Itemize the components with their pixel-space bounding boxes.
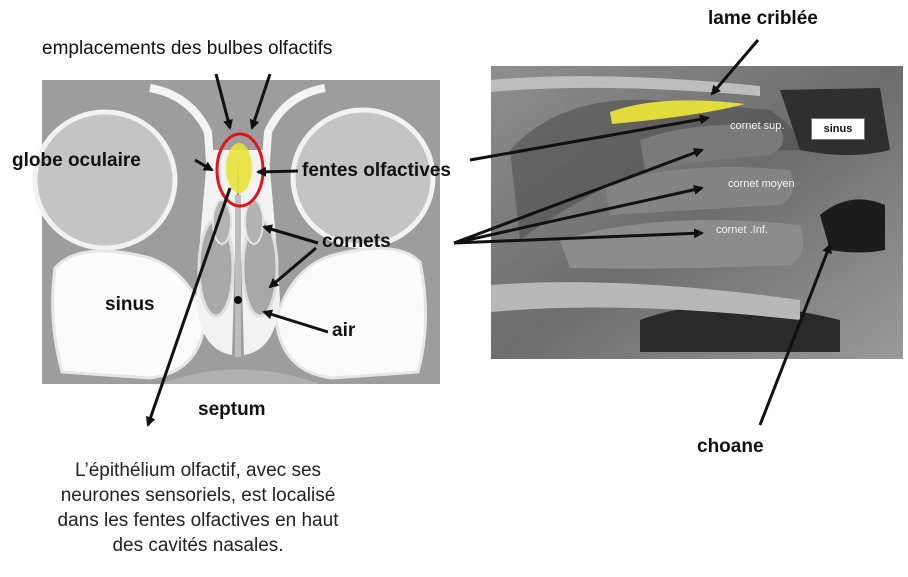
label-emplacements-bulbes: emplacements des bulbes olfactifs [42,38,332,60]
caption-line-2: neurones sensoriels, est localisé [8,483,388,508]
label-air: air [332,320,355,342]
label-globe-oculaire: globe oculaire [12,150,141,172]
caption-line-4: des cavités nasales. [8,533,388,558]
label-septum: septum [198,399,266,421]
label-lame-criblee: lame criblée [708,8,818,30]
photo-label-sinus: sinus [811,118,865,140]
caption-line-1: L’épithélium olfactif, avec ses [8,458,388,483]
caption-text: L’épithélium olfactif, avec ses neurones… [8,458,388,558]
label-cornets: cornets [322,231,391,253]
photo-label-cornet-sup: cornet sup. [730,120,784,132]
label-sinus: sinus [105,294,155,316]
photo-label-cornet-moyen: cornet moyen [728,178,795,190]
label-choane: choane [697,436,764,458]
label-fentes-olfactives: fentes olfactives [302,160,451,182]
photo-label-cornet-inf: cornet .Inf. [716,224,768,236]
caption-line-3: dans les fentes olfactives en haut [8,508,388,533]
